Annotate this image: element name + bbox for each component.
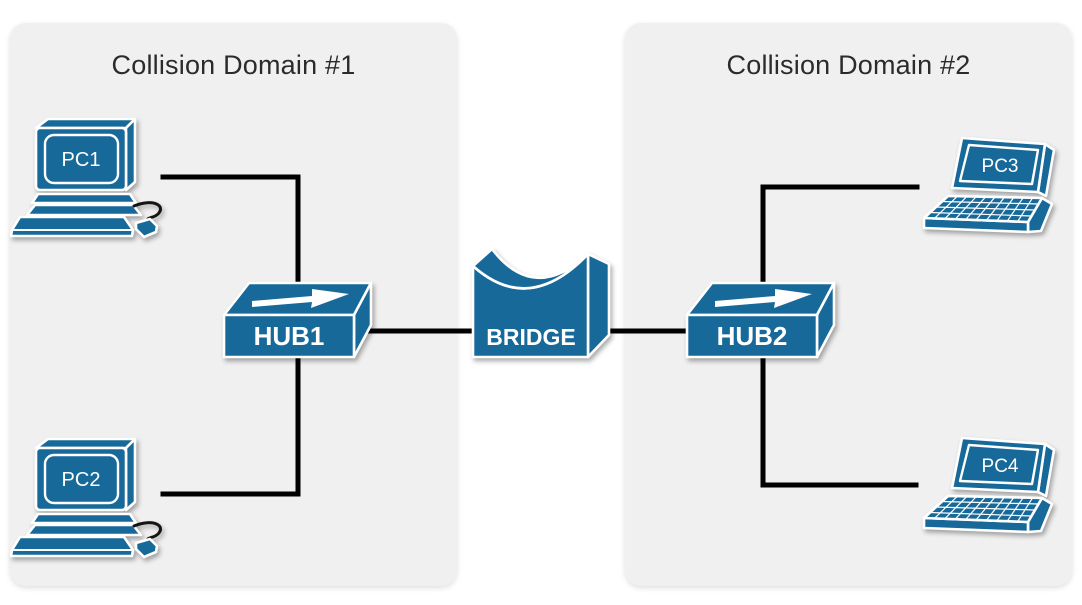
- keyboard-grid: [922, 494, 1044, 524]
- hub-front: [685, 313, 819, 359]
- keyboard: [9, 215, 135, 238]
- wire-pc4-hub2: [760, 349, 919, 488]
- laptop-screen: [950, 136, 1047, 194]
- pc3-laptop-icon: PC3: [922, 136, 1056, 234]
- monitor-screen: [43, 453, 120, 505]
- pc2-desktop-icon: PC2: [9, 437, 162, 559]
- monitor-base: [30, 192, 138, 205]
- bridge-side: [586, 252, 611, 359]
- collision-domain-1-title: Collision Domain #1: [111, 50, 356, 80]
- collision-domain-2-title: Collision Domain #2: [726, 50, 971, 80]
- bridge-label: BRIDGE: [486, 324, 575, 350]
- keyboard-grid: [922, 194, 1044, 224]
- arrow-icon: [715, 289, 812, 308]
- desktop-case: [25, 523, 143, 537]
- hub1-icon: HUB1: [222, 281, 373, 359]
- desktop-case: [25, 203, 143, 217]
- laptop-screen: [950, 436, 1047, 494]
- hub1-label: HUB1: [254, 321, 325, 351]
- wire-pc2-hub1: [160, 349, 301, 497]
- arrow-icon: [252, 289, 349, 308]
- laptop-screen-inner: [958, 443, 1040, 486]
- pc4-laptop-icon: PC4: [922, 436, 1056, 534]
- monitor-side: [124, 437, 137, 512]
- bridge-deck: [471, 247, 590, 290]
- pc1-desktop-icon: PC1: [9, 117, 162, 239]
- monitor-side: [124, 117, 137, 192]
- pc2-label: PC2: [62, 469, 101, 491]
- hub2-label: HUB2: [717, 321, 788, 351]
- mouse: [134, 537, 159, 559]
- wire-pc1-hub1: [160, 174, 301, 288]
- bridge-icon: BRIDGE: [471, 247, 611, 359]
- keyboard: [9, 535, 135, 558]
- monitor-screen: [43, 133, 120, 185]
- monitor-top: [34, 117, 137, 130]
- monitor-base: [30, 512, 138, 525]
- hub2-icon: HUB2: [685, 281, 836, 359]
- mouse: [134, 217, 159, 239]
- laptop-screen-inner: [958, 143, 1040, 186]
- monitor-top: [34, 437, 137, 450]
- pc1-label: PC1: [62, 149, 101, 171]
- monitor-front: [34, 126, 128, 192]
- wire-pc3-hub2: [760, 184, 920, 288]
- pc4-label: PC4: [982, 456, 1019, 477]
- hub-front: [222, 313, 356, 359]
- monitor-front: [34, 446, 128, 512]
- pc3-label: PC3: [982, 156, 1019, 177]
